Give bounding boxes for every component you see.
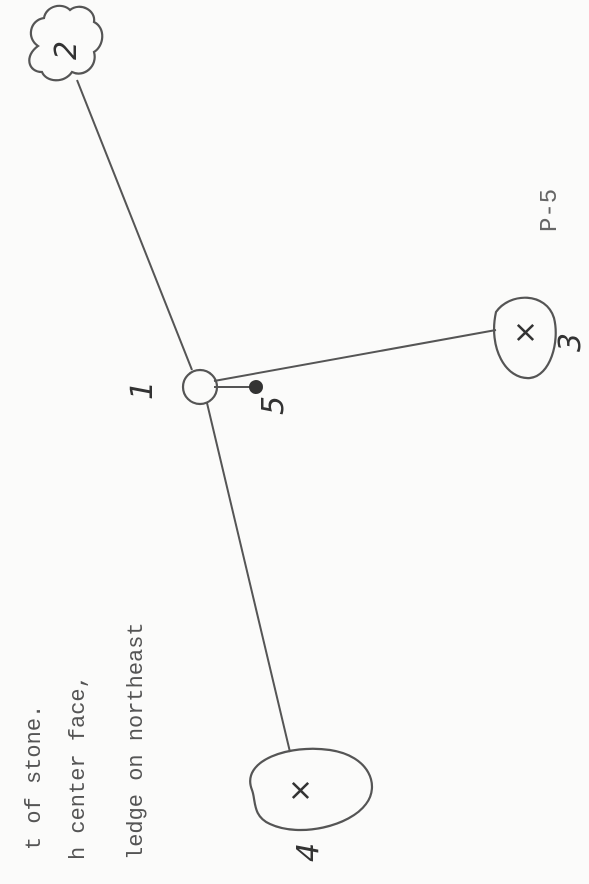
node-2-label: 2: [49, 41, 84, 60]
node-5: 5: [249, 380, 291, 415]
node-4-mark: ×: [283, 778, 318, 803]
node-1-circle: [181, 368, 219, 406]
edge-1-2: [76, 79, 193, 371]
page-number: P-5: [537, 189, 564, 232]
diagram-edges: [76, 79, 497, 753]
text-line-2: h center face,: [66, 675, 91, 860]
node-5-dot: [249, 380, 263, 394]
edge-1-4: [206, 402, 291, 753]
node-3-mark: ×: [508, 320, 543, 345]
edge-1-3: [213, 329, 497, 382]
node-4-label: 4: [291, 843, 326, 862]
node-2: 2: [28, 4, 104, 82]
node-1: 1: [125, 368, 219, 406]
text-line-1: t of stone.: [22, 705, 47, 850]
node-1-label: 1: [125, 381, 160, 400]
node-4-blob: [249, 747, 374, 832]
node-4: × 4: [249, 747, 374, 862]
node-5-label: 5: [256, 396, 291, 415]
node-3-label: 3: [553, 333, 588, 352]
typed-text-block: t of stone. h center face, ledge on nort…: [22, 622, 149, 860]
node-2-cloud: [28, 4, 104, 82]
node-3-blob: [493, 296, 557, 380]
text-line-3: ledge on northeast: [124, 622, 149, 860]
node-3: × 3: [493, 296, 588, 380]
